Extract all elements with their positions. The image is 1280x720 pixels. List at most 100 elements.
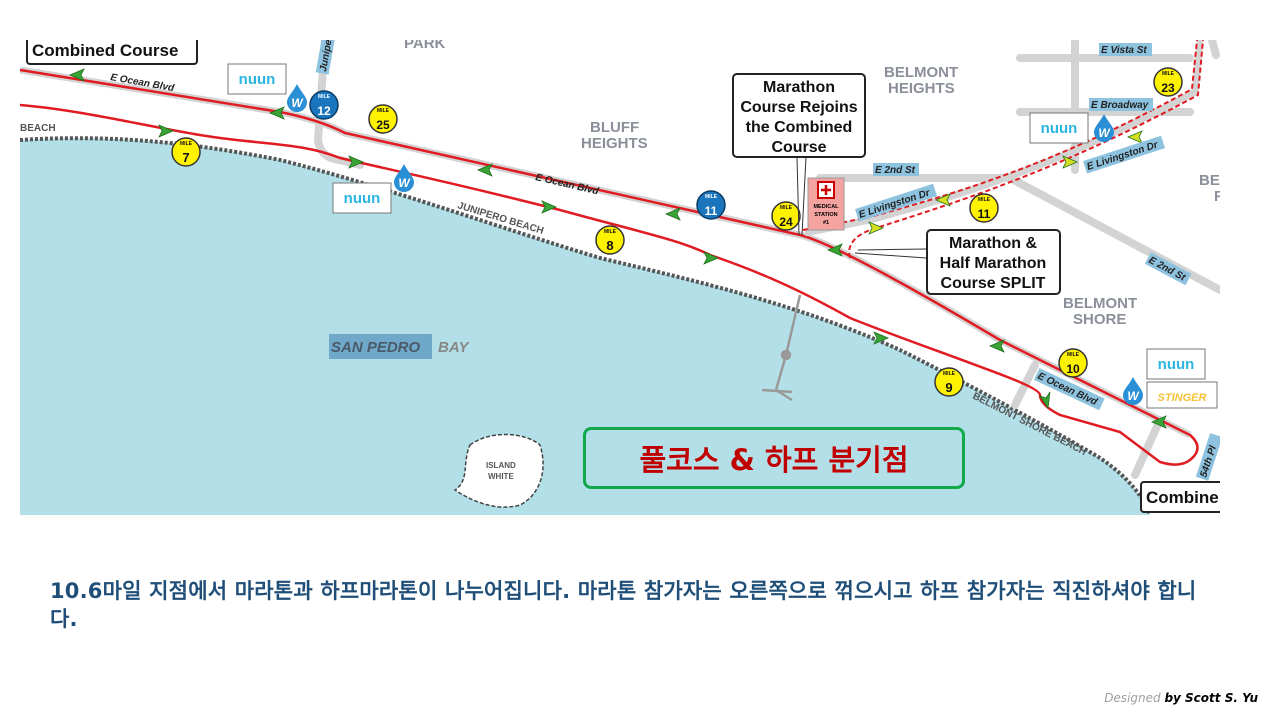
credit-designed: Designed xyxy=(1104,691,1161,705)
direction-arrows xyxy=(68,68,1167,429)
mile-word: MILE xyxy=(705,194,718,200)
island-white xyxy=(453,433,544,508)
marathon-course-dashed xyxy=(802,40,1198,231)
mile-word: MILE xyxy=(1162,71,1175,77)
mile-number: 8 xyxy=(606,238,613,253)
mile-word: MILE xyxy=(978,197,991,203)
svg-text:the Combined: the Combined xyxy=(746,119,853,136)
pier xyxy=(761,294,802,402)
shoreline xyxy=(20,136,1152,515)
mile-marker-9: MILE 9 xyxy=(934,367,964,397)
mile-word: MILE xyxy=(1067,352,1080,358)
beach-left: BEACH xyxy=(20,123,56,134)
arrow-icon xyxy=(1039,391,1051,410)
street-e-2nd-st: E 2nd St xyxy=(875,165,916,176)
arrow-icon xyxy=(988,339,1005,353)
island-label-2: WHITE xyxy=(488,472,514,481)
svg-text:Half Marathon: Half Marathon xyxy=(940,255,1047,272)
arrow-icon xyxy=(348,155,365,169)
street-e-broadway: E Broadway xyxy=(1091,100,1149,111)
water-station-icon: W xyxy=(287,84,307,112)
svg-text:W: W xyxy=(291,96,304,110)
water-station-icon: W xyxy=(1094,114,1114,142)
mile-number: 24 xyxy=(779,215,793,229)
area-san-pedro: SAN PEDRO xyxy=(331,339,421,356)
mile-number: 25 xyxy=(376,118,390,132)
svg-text:nuun: nuun xyxy=(1041,120,1078,137)
arrow-icon xyxy=(664,207,681,221)
street-e-vista-st: E Vista St xyxy=(1101,45,1147,56)
arrow-icon xyxy=(1126,130,1143,144)
svg-text:#1: #1 xyxy=(823,220,829,226)
nuun-sponsor-box: nuun xyxy=(1029,112,1089,144)
svg-text:Combine: Combine xyxy=(1146,488,1219,507)
split-point-highlight-box: 풀코스 & 하프 분기점 xyxy=(583,427,965,489)
mile-number: 12 xyxy=(317,104,331,118)
area-park: PARK xyxy=(404,35,446,52)
combined-course-south xyxy=(20,103,1042,396)
arrow-icon xyxy=(158,124,175,138)
arrow-icon xyxy=(826,243,843,257)
area-cut-2: F xyxy=(1214,188,1223,205)
svg-text:Course SPLIT: Course SPLIT xyxy=(941,275,1046,292)
mile-word: MILE xyxy=(604,229,617,235)
area-belmont-heights-2: HEIGHTS xyxy=(888,80,955,97)
stinger-sponsor-box: STINGER xyxy=(1146,381,1218,409)
area-bay: BAY xyxy=(438,339,471,356)
water-station-icon: W xyxy=(1123,377,1143,405)
arrow-icon xyxy=(868,221,885,235)
arrow-icon xyxy=(268,106,285,120)
island-label-1: ISLAND xyxy=(486,461,516,470)
callout-marathon-rejoins: Marathon Course Rejoins the Combined Cou… xyxy=(732,73,866,158)
mile-word: MILE xyxy=(943,371,956,377)
area-belmont-shore-1: BELMONT xyxy=(1063,295,1137,312)
svg-text:W: W xyxy=(1098,126,1111,140)
arrow-icon xyxy=(934,193,951,207)
callout-course-split: Marathon & Half Marathon Course SPLIT xyxy=(926,229,1061,295)
mile-number: 10 xyxy=(1066,362,1080,376)
svg-text:nuun: nuun xyxy=(1158,356,1195,373)
svg-text:Course: Course xyxy=(771,139,826,156)
svg-text:MEDICAL: MEDICAL xyxy=(813,204,839,210)
mile-marker-10: MILE 10 xyxy=(1058,348,1088,378)
arrow-icon xyxy=(68,68,85,82)
area-cut-1: BE xyxy=(1199,172,1220,189)
svg-text:Marathon: Marathon xyxy=(763,79,835,96)
water-san-pedro-bay xyxy=(20,138,1150,515)
svg-text:Marathon &: Marathon & xyxy=(949,235,1037,252)
area-belmont-shore-2: SHORE xyxy=(1073,311,1126,328)
mile-number: 9 xyxy=(945,380,952,395)
callout-combined-course-bottom: Combine xyxy=(1140,481,1220,513)
arrow-icon xyxy=(1062,155,1079,169)
mile-number: 11 xyxy=(705,204,718,218)
credit-author: by Scott S. Yu xyxy=(1164,691,1258,705)
area-belmont-heights-1: BELMONT xyxy=(884,64,958,81)
area-bluff-heights-2: HEIGHTS xyxy=(581,135,648,152)
nuun-sponsor-box: nuun xyxy=(332,182,392,214)
callout-leaders xyxy=(796,156,927,259)
bay-highlight xyxy=(329,334,432,359)
nuun-sponsor-box: nuun xyxy=(1146,348,1206,380)
mile-word: MILE xyxy=(377,108,390,114)
svg-text:W: W xyxy=(1127,389,1140,403)
water-station-icon: W xyxy=(394,164,414,192)
svg-text:Combined Course: Combined Course xyxy=(32,41,178,60)
mile-marker-23: MILE 23 xyxy=(1153,67,1183,97)
area-bluff-heights-1: BLUFF xyxy=(590,119,639,136)
arrow-icon xyxy=(541,200,558,214)
slide-caption: 10.6마일 지점에서 마라톤과 하프마라톤이 나누어집니다. 마라톤 참가자는… xyxy=(50,579,1197,631)
medical-station: MEDICAL STATION #1 xyxy=(807,177,845,231)
designer-credit: Designed by Scott S. Yu xyxy=(1104,691,1258,705)
mile-word: MILE xyxy=(180,141,193,147)
mile-number: 23 xyxy=(1161,81,1175,95)
svg-text:STINGER: STINGER xyxy=(1158,392,1207,404)
mile-number: 11 xyxy=(978,207,991,221)
mile-word: MILE xyxy=(780,205,793,211)
arrow-icon xyxy=(873,331,890,345)
svg-text:nuun: nuun xyxy=(239,71,276,88)
mile-marker-8: MILE 8 xyxy=(595,225,625,255)
mile-marker-24: MILE 24 xyxy=(771,201,801,231)
svg-text:nuun: nuun xyxy=(344,190,381,207)
